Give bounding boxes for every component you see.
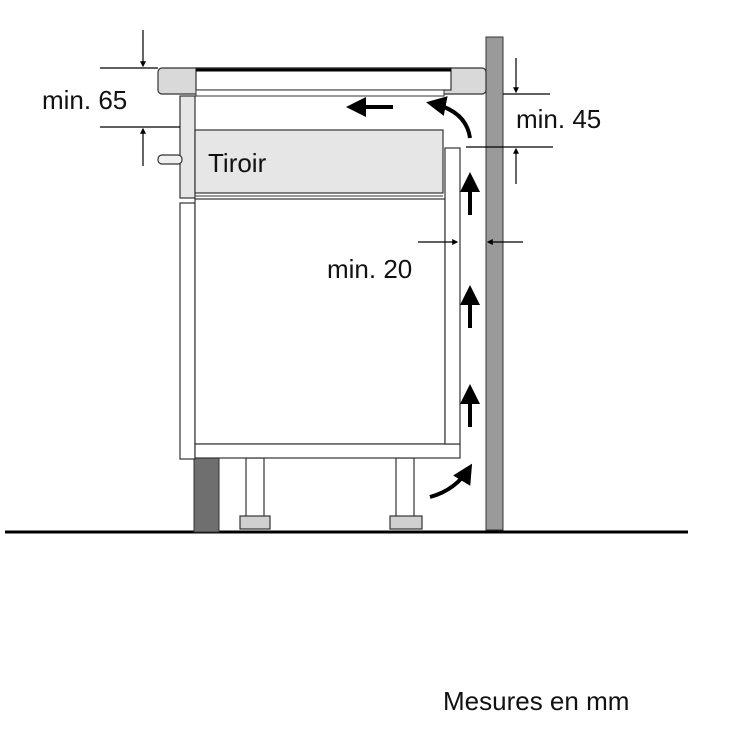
dim-45-label: min. 45 [516, 104, 601, 134]
cabinet-body [194, 198, 446, 445]
drawer [194, 129, 444, 194]
cabinet-front-upper [179, 95, 196, 199]
leg-left-foot [239, 515, 271, 530]
wall [485, 36, 504, 531]
dim-65-label: min. 65 [42, 85, 127, 115]
units-note: Mesures en mm [443, 686, 629, 716]
airflow-arrow-top-curve [426, 96, 472, 139]
leg-right-foot [389, 515, 423, 530]
cabinet-back [444, 147, 461, 445]
leg-left [245, 457, 265, 519]
drawer-label: Tiroir [208, 148, 267, 178]
dim-20-label: min. 20 [327, 254, 412, 284]
leg-right [395, 457, 415, 519]
hob-underside [195, 89, 445, 97]
drawer-handle [157, 154, 183, 165]
cabinet-front-lower [179, 202, 196, 460]
airflow-arrow-bottom-curve [429, 463, 473, 499]
cabinet-bottom [194, 443, 461, 459]
plinth-panel [193, 457, 220, 533]
